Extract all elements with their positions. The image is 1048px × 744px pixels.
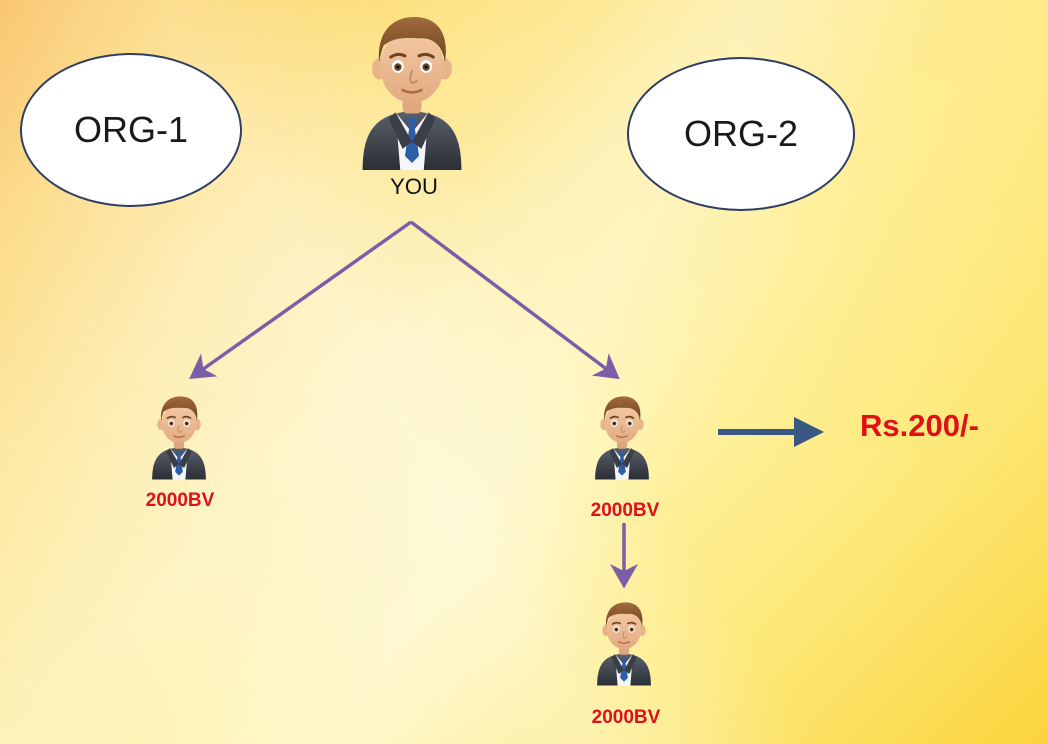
bottom-bv-label: 2000BV: [591, 707, 661, 728]
you-label: YOU: [390, 174, 438, 199]
arrow-you-to-left: [189, 220, 413, 380]
org-2-label: ORG-2: [683, 113, 798, 154]
right-bv-label: 2000BV: [590, 500, 660, 521]
arrow-you-to-right: [409, 220, 620, 380]
businessman-icon: [147, 390, 211, 482]
org-2-bubble: ORG-2: [627, 57, 855, 211]
businessman-icon: [590, 390, 654, 482]
businessman-icon: [353, 10, 471, 170]
org-1-bubble: ORG-1: [20, 53, 242, 207]
left-bv-label: 2000BV: [145, 490, 215, 511]
reward-amount: Rs.200/-: [860, 408, 979, 443]
org-1-label: ORG-1: [73, 109, 188, 150]
businessman-icon: [592, 596, 656, 688]
